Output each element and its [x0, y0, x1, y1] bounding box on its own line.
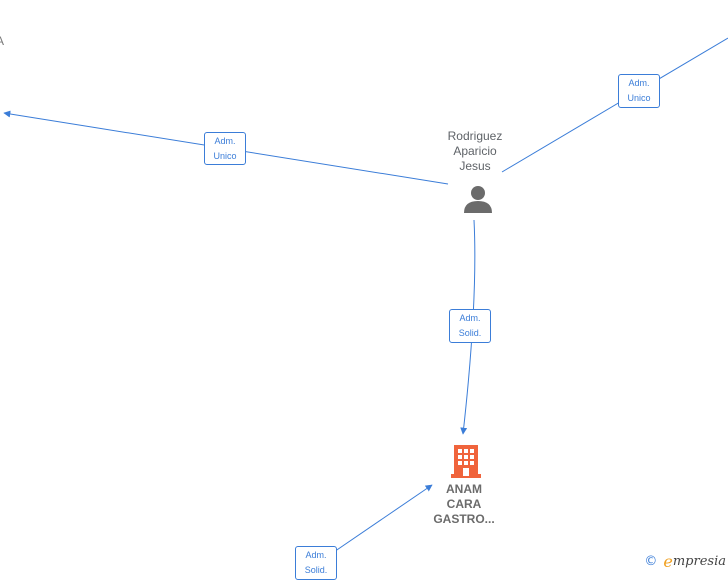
copyright-icon: © — [644, 554, 658, 569]
edge-label-type: Solid. — [458, 328, 482, 338]
edge-line-bottom-left — [327, 484, 433, 557]
offscreen-node-label: A — [0, 34, 5, 48]
person-name-line: Aparicio — [453, 144, 497, 158]
edge-line-top-right — [501, 37, 728, 173]
building-icon[interactable] — [451, 442, 481, 478]
edge-label-top-right[interactable]: Adm. Unico — [618, 74, 660, 108]
company-name[interactable]: ANAM CARA GASTRO... — [414, 482, 514, 527]
person-icon[interactable] — [462, 184, 494, 214]
edge-label-role: Adm. — [305, 550, 327, 560]
company-name-line: ANAM — [446, 482, 482, 496]
edge-label-down[interactable]: Adm. Solid. — [449, 309, 491, 343]
edge-label-type: Solid. — [304, 565, 328, 575]
person-name-line: Rodriguez — [447, 129, 503, 143]
edge-label-role: Adm. — [214, 135, 236, 146]
brand-logo-text: mpresia — [672, 554, 726, 569]
person-name[interactable]: Rodriguez Aparicio Jesus — [425, 129, 525, 174]
company-name-line: GASTRO... — [433, 512, 495, 526]
person-name-line: Jesus — [459, 159, 491, 173]
edge-label-type: Unico — [213, 150, 237, 161]
edge-label-role: Adm. — [459, 313, 481, 323]
brand-logo-initial: e — [663, 552, 673, 571]
edge-line-left — [3, 110, 449, 185]
edge-label-left[interactable]: Adm. Unico — [204, 132, 246, 165]
company-name-line: CARA — [446, 497, 482, 511]
edge-label-type: Unico — [627, 93, 651, 103]
edge-label-role: Adm. — [628, 78, 650, 88]
